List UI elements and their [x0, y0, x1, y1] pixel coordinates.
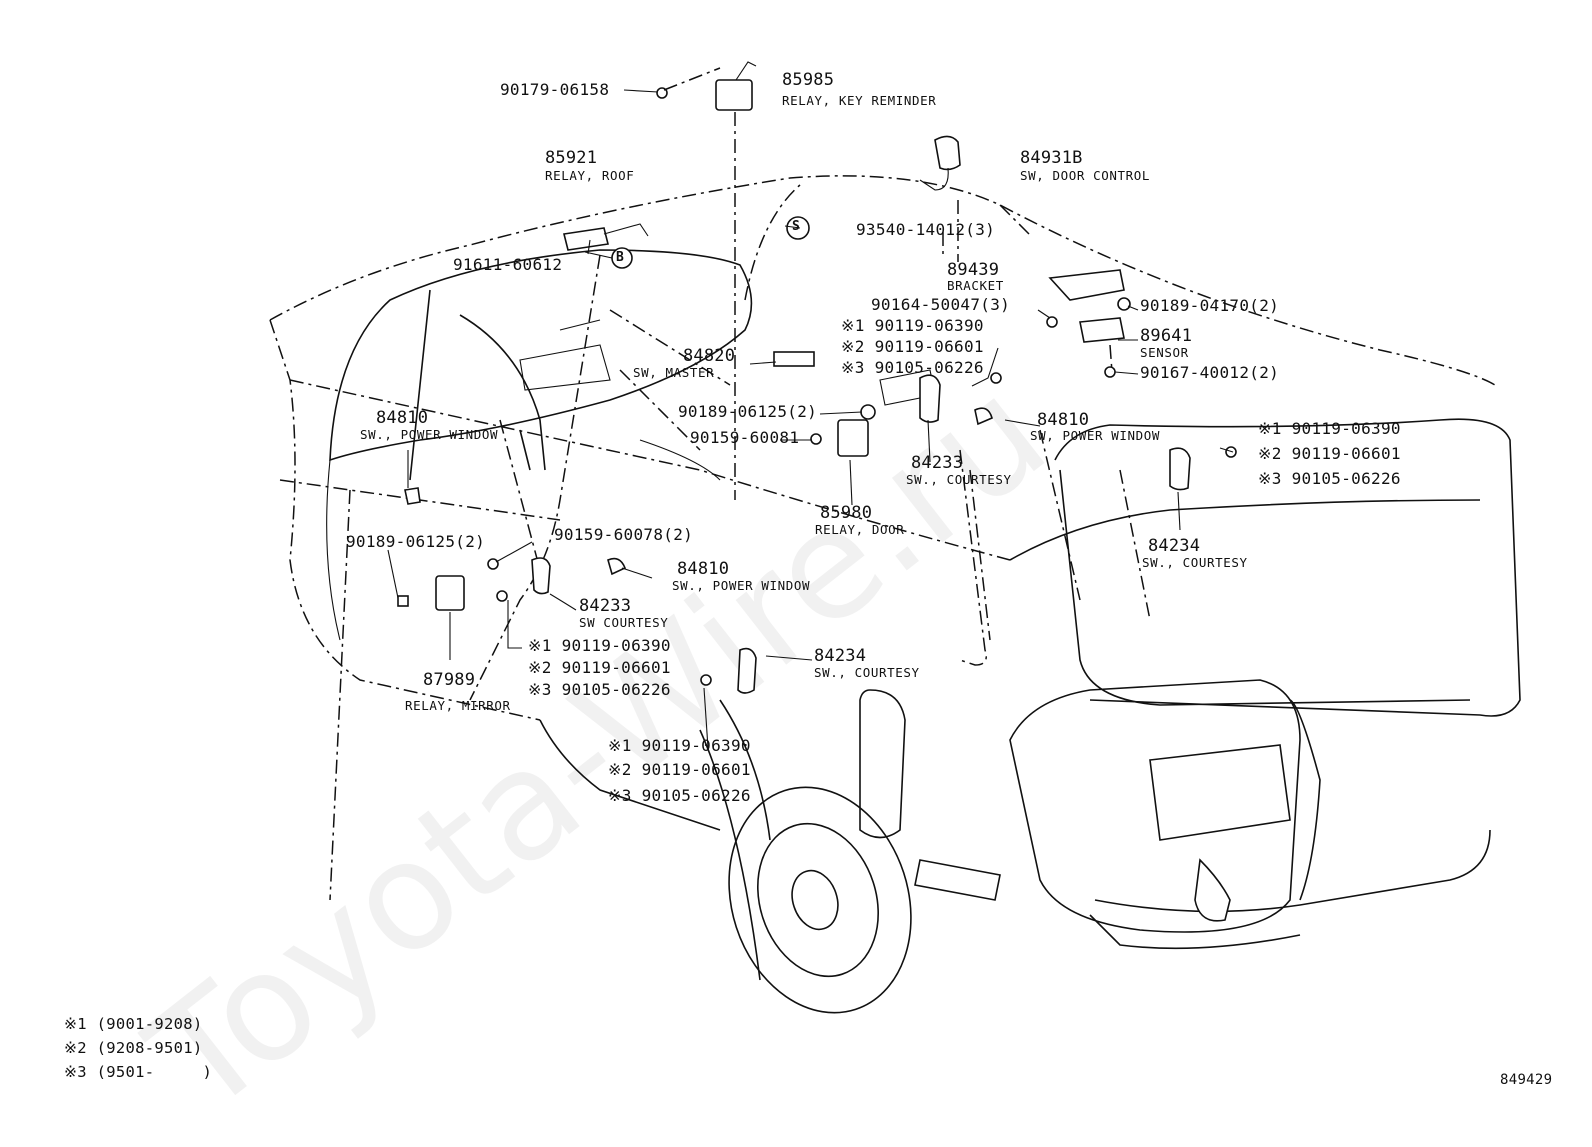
part-91611-number: 91611-60612	[453, 255, 563, 274]
callout-right-3: ※3 90105-06226	[1258, 469, 1401, 488]
part-90164-number: 90164-50047(3)	[871, 295, 1011, 314]
part-84820-name: SW, MASTER	[633, 365, 715, 380]
part-89641-number: 89641	[1140, 326, 1193, 346]
part-90167-number: 90167-40012(2)	[1140, 363, 1280, 382]
part-89439-number: 89439	[947, 260, 1000, 280]
part-89641-name: SENSOR	[1140, 345, 1189, 360]
component-shapes	[397, 61, 1237, 694]
callout-left-1: ※1 90119-06390	[528, 636, 671, 655]
part-84810-a-number: 84810	[1037, 410, 1090, 430]
callout-bottom-2: ※2 90119-06601	[608, 760, 751, 779]
part-85980-number: 85980	[820, 503, 873, 523]
part-87989-number: 87989	[423, 670, 476, 690]
vehicle-outline	[269, 175, 1521, 1014]
part-84233-a-name: SW., COURTESY	[906, 472, 1012, 487]
part-90189-04170-number: 90189-04170(2)	[1140, 296, 1280, 315]
part-84810-b-name: SW., POWER WINDOW	[360, 427, 499, 442]
callout-center-2: ※2 90119-06601	[841, 337, 984, 356]
callout-right-2: ※2 90119-06601	[1258, 444, 1401, 463]
marker-b: B	[616, 250, 624, 265]
part-93540-number: 93540-14012(3)	[856, 220, 996, 239]
diagram-code: 849429	[1500, 1072, 1553, 1088]
callout-center-1: ※1 90119-06390	[841, 316, 984, 335]
callout-bottom-3: ※3 90105-06226	[608, 786, 751, 805]
part-85921-name: RELAY, ROOF	[545, 168, 635, 183]
part-84234-a-number: 84234	[1148, 536, 1201, 556]
part-89439-name: BRACKET	[947, 278, 1004, 293]
part-85985-name: RELAY, KEY REMINDER	[782, 93, 937, 108]
part-85921-number: 85921	[545, 148, 598, 168]
part-84233-b-number: 84233	[579, 596, 632, 616]
legend-item-3: ※3 (9501- )	[64, 1063, 213, 1081]
part-84234-b-number: 84234	[814, 646, 867, 666]
callout-left-3: ※3 90105-06226	[528, 680, 671, 699]
part-85985-number: 85985	[782, 70, 835, 90]
part-85980-name: RELAY, DOOR	[815, 522, 905, 537]
legend-item-2: ※2 (9208-9501)	[64, 1039, 203, 1057]
callout-bottom-1: ※1 90119-06390	[608, 736, 751, 755]
part-90179-number: 90179-06158	[500, 80, 610, 99]
part-87989-name: RELAY, MIRROR	[405, 698, 511, 713]
part-84233-b-name: SW COURTESY	[579, 615, 669, 630]
part-84810-a-name: SW, POWER WINDOW	[1030, 428, 1161, 443]
part-84810-c-number: 84810	[677, 559, 730, 579]
part-84234-a-name: SW., COURTESY	[1142, 555, 1248, 570]
part-84234-b-name: SW., COURTESY	[814, 665, 920, 680]
part-84233-a-number: 84233	[911, 453, 964, 473]
part-84931b-number: 84931B	[1020, 148, 1083, 168]
callout-left-2: ※2 90119-06601	[528, 658, 671, 677]
legend-item-1: ※1 (9001-9208)	[64, 1015, 203, 1033]
leader-lines	[387, 67, 1234, 749]
part-90189-06125-a-number: 90189-06125(2)	[678, 402, 818, 421]
marker-s: S	[792, 219, 800, 234]
part-84931b-name: SW, DOOR CONTROL	[1020, 168, 1151, 183]
part-90159-60078-number: 90159-60078(2)	[554, 525, 694, 544]
part-84820-number: 84820	[683, 346, 736, 366]
part-84810-c-name: SW., POWER WINDOW	[672, 578, 811, 593]
parts-diagram	[269, 61, 1521, 1014]
part-90159-60081-number: 90159-60081	[690, 428, 800, 447]
part-90189-06125-b-number: 90189-06125(2)	[346, 532, 486, 551]
callout-center-3: ※3 90105-06226	[841, 358, 984, 377]
part-84810-b-number: 84810	[376, 408, 429, 428]
callout-right-1: ※1 90119-06390	[1258, 419, 1401, 438]
